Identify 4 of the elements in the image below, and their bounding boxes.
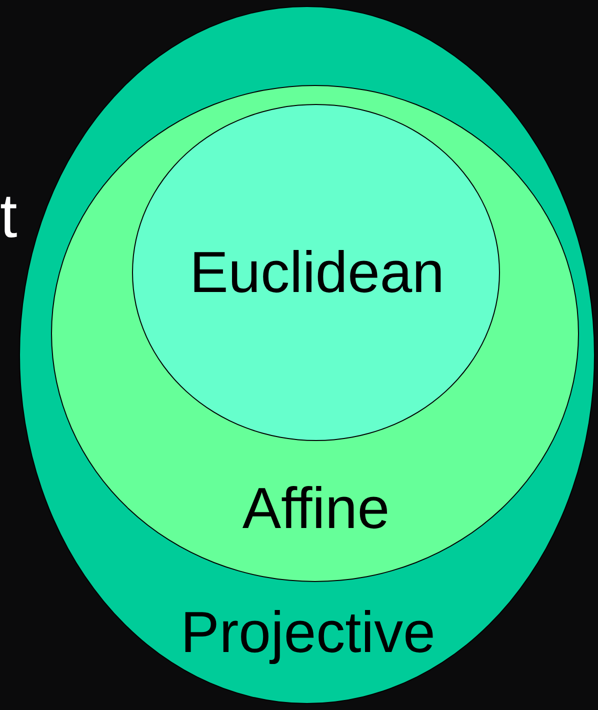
partial-text: t	[0, 186, 18, 248]
ellipse-label: Projective	[180, 604, 436, 662]
ellipse-label: Affine	[242, 480, 390, 538]
ellipse-label: Euclidean	[190, 244, 444, 302]
